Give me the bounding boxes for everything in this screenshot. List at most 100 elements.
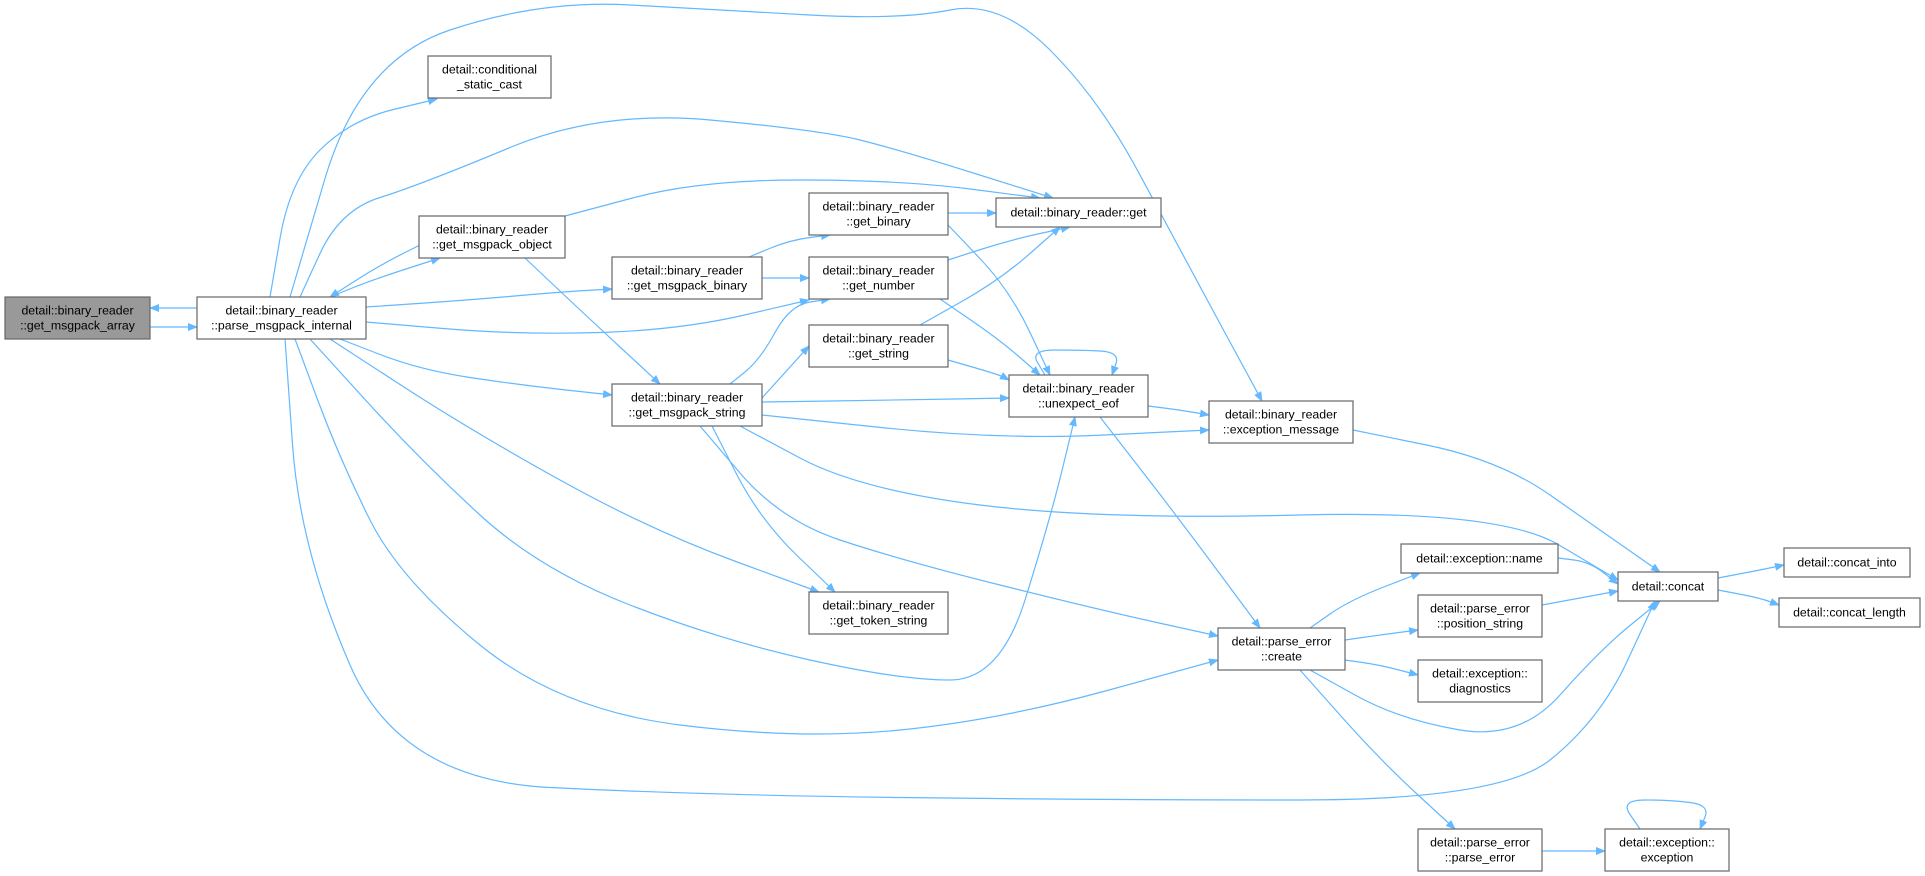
edge-mstring-to-token — [711, 425, 836, 593]
node-internal[interactable]: detail::binary_reader::parse_msgpack_int… — [196, 296, 367, 340]
node-getbinary[interactable]: detail::binary_reader::get_binary — [808, 192, 949, 236]
node-box — [1208, 400, 1354, 444]
edge-mstring-to-create — [699, 425, 1219, 638]
node-box — [808, 591, 949, 635]
node-excmsg[interactable]: detail::binary_reader::exception_message — [1208, 400, 1354, 444]
node-eof[interactable]: detail::binary_reader::unexpect_eof — [1008, 374, 1149, 418]
edge-eof-to-excmsg — [1147, 405, 1210, 418]
edge-posstr-to-concat — [1541, 588, 1619, 606]
node-label-line: detail::binary_reader — [822, 599, 934, 613]
edge-line — [1147, 405, 1210, 418]
edge-mstring-to-excmsg — [761, 414, 1210, 438]
edge-mstring-to-getnumber — [729, 296, 831, 385]
edge-internal-to-mbinary — [365, 285, 613, 308]
node-array[interactable]: detail::binary_reader::get_msgpack_array — [4, 296, 151, 340]
node-label-line: ::parse_msgpack_internal — [211, 319, 352, 333]
edge-object-to-internal — [329, 239, 431, 298]
node-concat-into[interactable]: detail::concat_into — [1783, 547, 1911, 578]
edge-mbinary-to-getbinary — [748, 232, 831, 258]
node-mstring[interactable]: detail::binary_reader::get_msgpack_strin… — [611, 383, 763, 427]
node-label-line: detail::exception:: — [1619, 836, 1715, 850]
edge-line — [761, 345, 810, 399]
node-label-line: detail::concat — [1632, 580, 1705, 594]
node-cond[interactable]: detail::conditional_static_cast — [427, 55, 552, 99]
edge-internal-to-get — [299, 117, 1054, 298]
node-label-line: detail::binary_reader — [822, 332, 934, 346]
edge-line — [329, 239, 431, 298]
node-object[interactable]: detail::binary_reader::get_msgpack_objec… — [418, 215, 566, 259]
node-concat[interactable]: detail::concat — [1617, 571, 1719, 602]
node-diag[interactable]: detail::exception::diagnostics — [1417, 659, 1543, 703]
edge-line — [365, 298, 810, 334]
edge-internal-to-create — [294, 338, 1219, 735]
edge-line — [1626, 799, 1708, 830]
edge-line — [329, 256, 441, 298]
edge-line — [1309, 572, 1421, 629]
edge-line — [1344, 659, 1419, 677]
node-box — [808, 256, 949, 300]
edge-line — [939, 298, 1041, 376]
node-getnumber[interactable]: detail::binary_reader::get_number — [808, 256, 949, 300]
edge-line — [269, 97, 438, 298]
node-excname[interactable]: detail::exception::name — [1400, 543, 1559, 574]
edge-line — [1099, 416, 1261, 629]
edge-internal-to-concat — [284, 338, 1656, 801]
node-box — [611, 383, 763, 427]
edge-mstring-to-eof — [761, 394, 1010, 403]
edge-line — [761, 414, 1210, 438]
node-get[interactable]: detail::binary_reader::get — [995, 197, 1162, 228]
edge-line — [748, 232, 831, 258]
edge-create-to-pe_ctor — [1299, 669, 1456, 830]
edge-line — [299, 117, 1054, 298]
edge-line — [761, 394, 1010, 403]
edge-line — [365, 285, 613, 308]
edge-create-to-posstr — [1344, 627, 1419, 641]
node-box — [808, 192, 949, 236]
edge-line — [289, 3, 1263, 402]
node-concat-len[interactable]: detail::concat_length — [1778, 597, 1921, 628]
edge-getnumber-to-get — [947, 224, 1071, 261]
node-box — [427, 55, 552, 99]
node-label-line: detail::parse_error — [1232, 635, 1332, 649]
node-exc-ctor[interactable]: detail::exception::exception — [1604, 828, 1730, 872]
node-label-line: detail::binary_reader — [822, 264, 934, 278]
edge-line — [339, 338, 613, 399]
node-label-line: ::get_msgpack_array — [20, 319, 136, 333]
node-label-line: ::get_binary — [846, 215, 911, 229]
edge-line — [1309, 600, 1661, 733]
node-label-line: detail::binary_reader — [21, 304, 133, 318]
node-posstr[interactable]: detail::parse_error::position_string — [1417, 594, 1543, 638]
node-box — [611, 256, 763, 300]
edge-getnumber-to-eof — [939, 298, 1041, 376]
node-label-line: diagnostics — [1449, 682, 1511, 696]
node-label-line: ::parse_error — [1445, 851, 1515, 865]
node-box — [1417, 828, 1543, 872]
edge-internal-to-getnumber — [365, 298, 810, 334]
node-label-line: ::exception_message — [1223, 423, 1339, 437]
node-label-line: ::get_string — [848, 347, 909, 361]
edge-internal-to-object — [329, 256, 441, 298]
node-token[interactable]: detail::binary_reader::get_token_string — [808, 591, 949, 635]
edge-concat-to-concat_len — [1717, 589, 1780, 606]
edge-mstring-to-getstring — [761, 345, 810, 399]
node-box — [1008, 374, 1149, 418]
node-label-line: detail::binary_reader::get — [1010, 206, 1147, 220]
node-label-line: ::get_msgpack_binary — [627, 279, 748, 293]
node-box — [1417, 594, 1543, 638]
edge-getstring-to-eof — [947, 359, 1010, 381]
edge-line — [729, 296, 831, 385]
edge-create-to-excname — [1309, 572, 1421, 629]
node-mbinary[interactable]: detail::binary_reader::get_msgpack_binar… — [611, 256, 763, 300]
node-label-line: detail::binary_reader — [822, 200, 934, 214]
node-label-line: exception — [1641, 851, 1694, 865]
node-getstring[interactable]: detail::binary_reader::get_string — [808, 324, 949, 368]
node-pe-ctor[interactable]: detail::parse_error::parse_error — [1417, 828, 1543, 872]
edge-line — [947, 224, 1051, 376]
edge-line — [284, 338, 1656, 801]
node-create[interactable]: detail::parse_error::create — [1217, 627, 1346, 671]
node-label-line: detail::concat_into — [1797, 556, 1896, 570]
node-label-line: detail::parse_error — [1430, 836, 1530, 850]
edge-line — [1299, 669, 1456, 830]
node-label-line: ::position_string — [1437, 617, 1523, 631]
